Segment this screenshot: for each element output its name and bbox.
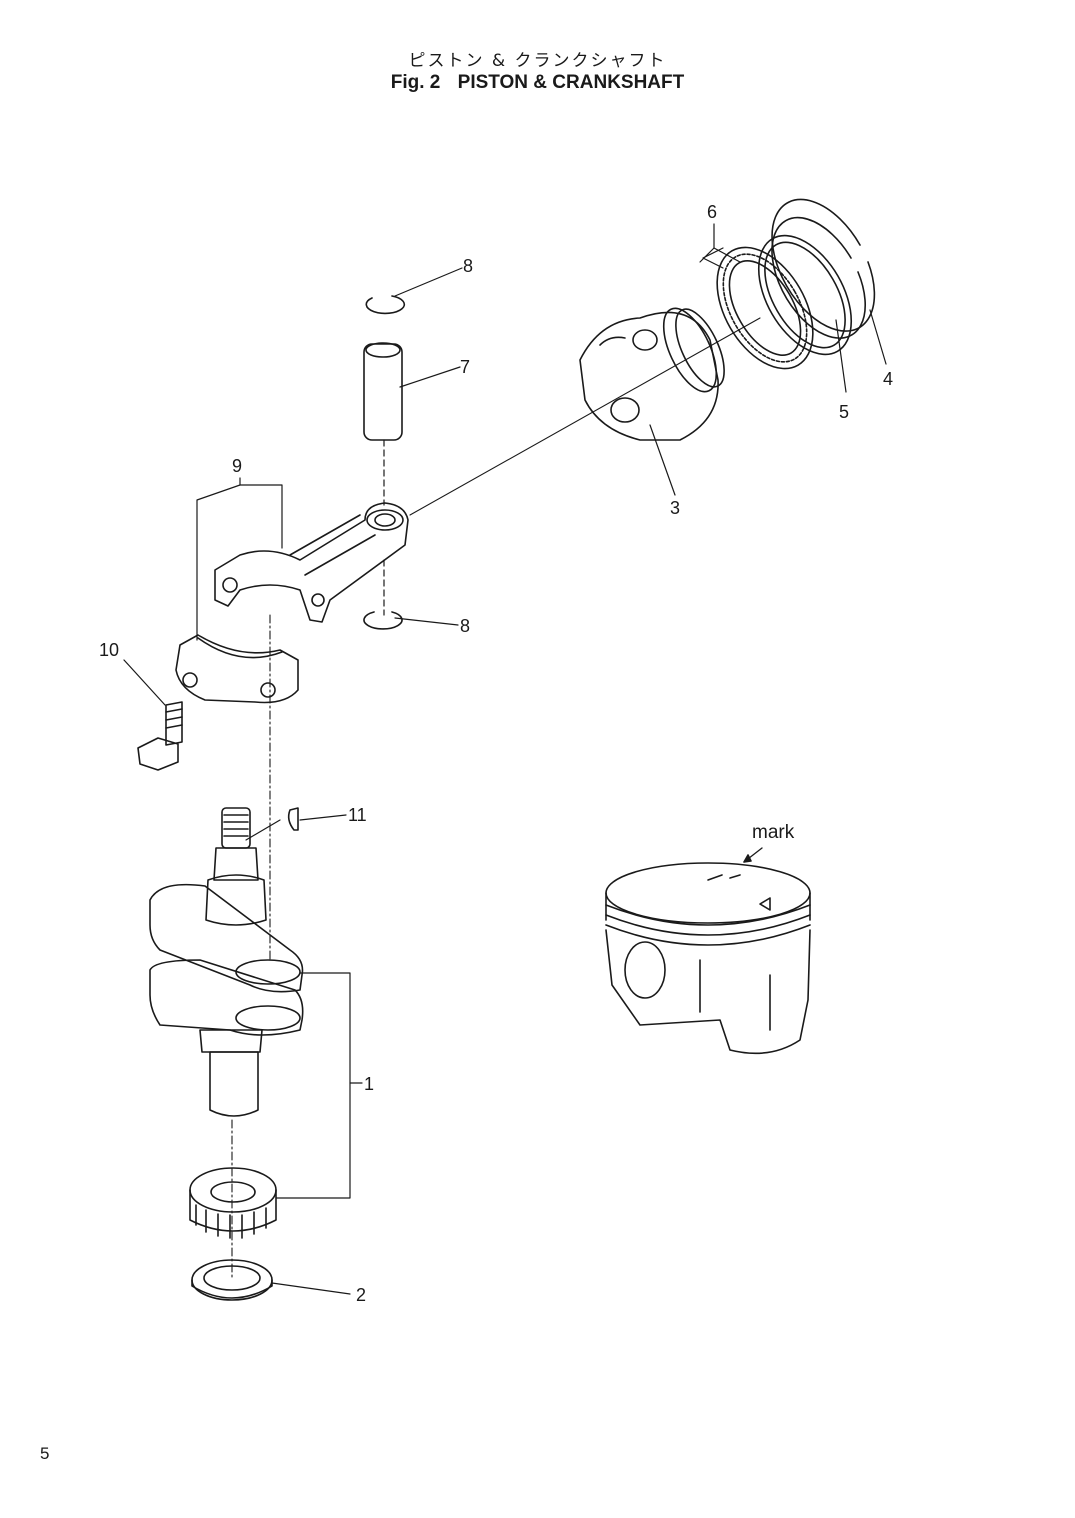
- circlip-lower: [363, 611, 403, 630]
- figure-title-english: PISTON & CRANKSHAFT: [457, 72, 685, 93]
- figure-number: Fig. 2: [390, 72, 441, 93]
- page-number: 5: [40, 1444, 50, 1463]
- piston-ring-6: [716, 246, 814, 370]
- figure-title: Fig. 2 PISTON & CRANKSHAFT: [0, 72, 1075, 94]
- callout-4: 4: [883, 369, 893, 389]
- connecting-rod: [214, 502, 409, 623]
- callout-2: 2: [356, 1285, 366, 1305]
- figure-title-japanese: ピストン & クランクシャフト: [408, 51, 667, 71]
- piston: [579, 307, 725, 441]
- callout-10: 10: [99, 640, 119, 660]
- callout-11: 11: [348, 805, 367, 825]
- piston-pin: [363, 342, 403, 441]
- crankshaft-gear: [189, 1167, 277, 1239]
- piston-ring-5: [757, 234, 853, 356]
- circlip-upper: [365, 295, 406, 315]
- piston-ring-4: [771, 198, 876, 339]
- piston-mark-detail: [605, 847, 811, 1055]
- callout-6: 6: [707, 202, 717, 222]
- callout-9: 9: [232, 456, 242, 476]
- woodruff-key: [287, 807, 299, 831]
- callout-7: 7: [460, 357, 470, 377]
- crankshaft: [149, 807, 304, 1117]
- connecting-rod-cap: [175, 634, 299, 704]
- mark-label: mark: [752, 822, 795, 843]
- callout-5: 5: [839, 402, 849, 422]
- connecting-rod-bolt: [137, 701, 183, 771]
- callout-3: 3: [670, 498, 680, 518]
- thrust-washer: [191, 1259, 273, 1301]
- callout-1: 1: [364, 1074, 374, 1094]
- callout-8-upper: 8: [463, 256, 473, 276]
- callout-8-lower: 8: [460, 616, 470, 636]
